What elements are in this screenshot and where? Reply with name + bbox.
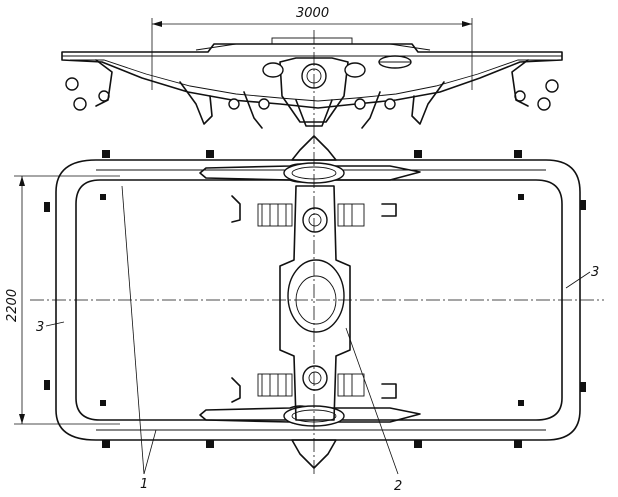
dimension-3000: 3000 bbox=[151, 6, 473, 90]
callout-3-right: 3 bbox=[591, 265, 599, 280]
callout-1: 1 bbox=[140, 477, 148, 492]
center-plate bbox=[287, 259, 345, 333]
frame-outline-inner bbox=[75, 179, 563, 421]
side-frame-elevation bbox=[61, 43, 563, 109]
dimension-2200: 2200 bbox=[5, 175, 120, 425]
plan-view: 2200 1 2 3 3 bbox=[5, 130, 604, 494]
dimension-2200-label: 2200 bbox=[5, 289, 20, 322]
bolster-plan bbox=[279, 185, 351, 421]
side-elevation-view: 3000 bbox=[61, 6, 563, 130]
callout-3-left: 3 bbox=[36, 320, 44, 335]
dimension-3000-label: 3000 bbox=[296, 6, 329, 21]
callout-2: 2 bbox=[394, 479, 402, 494]
